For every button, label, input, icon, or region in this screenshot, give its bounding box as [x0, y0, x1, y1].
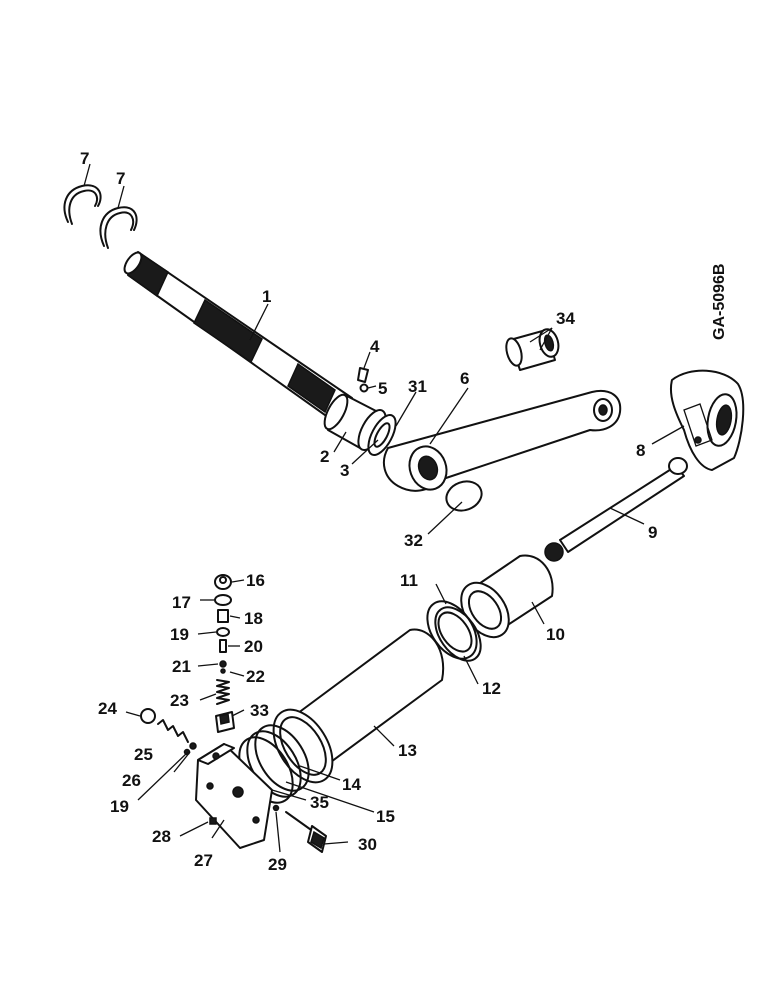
- callout-9: 9: [648, 523, 657, 542]
- callout-2: 2: [320, 447, 329, 466]
- valve-plug: [217, 609, 229, 623]
- clevis-yoke: [670, 369, 745, 471]
- small-washer: [359, 383, 369, 393]
- callout-33: 33: [250, 701, 269, 720]
- retaining-clip-upper: [63, 184, 102, 225]
- lift-arm: [382, 390, 622, 492]
- leader-lines: [83, 163, 685, 853]
- callout-11: 11: [400, 571, 418, 590]
- callout-19b: 19: [110, 797, 129, 816]
- callout-15: 15: [376, 807, 395, 826]
- set-screw: [357, 367, 369, 383]
- callout-30: 30: [358, 835, 377, 854]
- callout-18: 18: [244, 609, 263, 628]
- valve-fitting: [215, 711, 235, 733]
- callout-14: 14: [342, 775, 361, 794]
- callout-13: 13: [398, 741, 417, 760]
- callout-23: 23: [170, 691, 189, 710]
- valve-cap: [214, 574, 232, 590]
- relief-ball: [183, 742, 197, 756]
- callout-3: 3: [340, 461, 349, 480]
- relief-spring: [157, 719, 189, 743]
- callout-26: 26: [122, 771, 141, 790]
- callout-8: 8: [636, 441, 645, 460]
- piston-rod: [544, 457, 688, 562]
- callout-7b: 7: [116, 169, 125, 188]
- retaining-clip-lower: [99, 206, 138, 249]
- callout-34: 34: [556, 309, 575, 328]
- relief-plug: [140, 708, 156, 724]
- bleed-screw: [285, 811, 327, 853]
- thrust-washer: [445, 480, 483, 512]
- callout-16: 16: [246, 571, 265, 590]
- callout-17: 17: [172, 593, 191, 612]
- callout-28: 28: [152, 827, 171, 846]
- callout-22: 22: [246, 667, 265, 686]
- callout-labels: 1 2 3 4 5 6 7 7 8 9 10 11 12 13 14 15 16…: [80, 149, 657, 874]
- callout-27: 27: [194, 851, 213, 870]
- small-plug-29: [272, 804, 280, 812]
- check-ball: [219, 660, 227, 674]
- splined-shaft: [123, 250, 353, 422]
- bushing: [505, 328, 560, 371]
- o-ring-lower: [216, 627, 230, 637]
- valve-poppet: [219, 639, 227, 653]
- callout-24: 24: [98, 699, 117, 718]
- callout-6: 6: [460, 369, 469, 388]
- callout-5: 5: [378, 379, 387, 398]
- callout-7a: 7: [80, 149, 89, 168]
- callout-32: 32: [404, 531, 423, 550]
- callout-20: 20: [244, 637, 263, 656]
- callout-31: 31: [408, 377, 427, 396]
- callout-19a: 19: [170, 625, 189, 644]
- o-ring-upper: [214, 594, 232, 606]
- callout-4: 4: [370, 337, 380, 356]
- callout-25: 25: [134, 745, 153, 764]
- end-cover-plate: [195, 743, 273, 849]
- drawing-code: GA-5096B: [711, 264, 728, 340]
- callout-29: 29: [268, 855, 287, 874]
- callout-12: 12: [482, 679, 501, 698]
- small-plug-28: [209, 817, 217, 825]
- valve-spring: [216, 679, 230, 705]
- callout-35: 35: [310, 793, 329, 812]
- callout-1: 1: [262, 287, 271, 306]
- seal-rings: [357, 409, 397, 456]
- callout-10: 10: [546, 625, 565, 644]
- callout-21: 21: [172, 657, 191, 676]
